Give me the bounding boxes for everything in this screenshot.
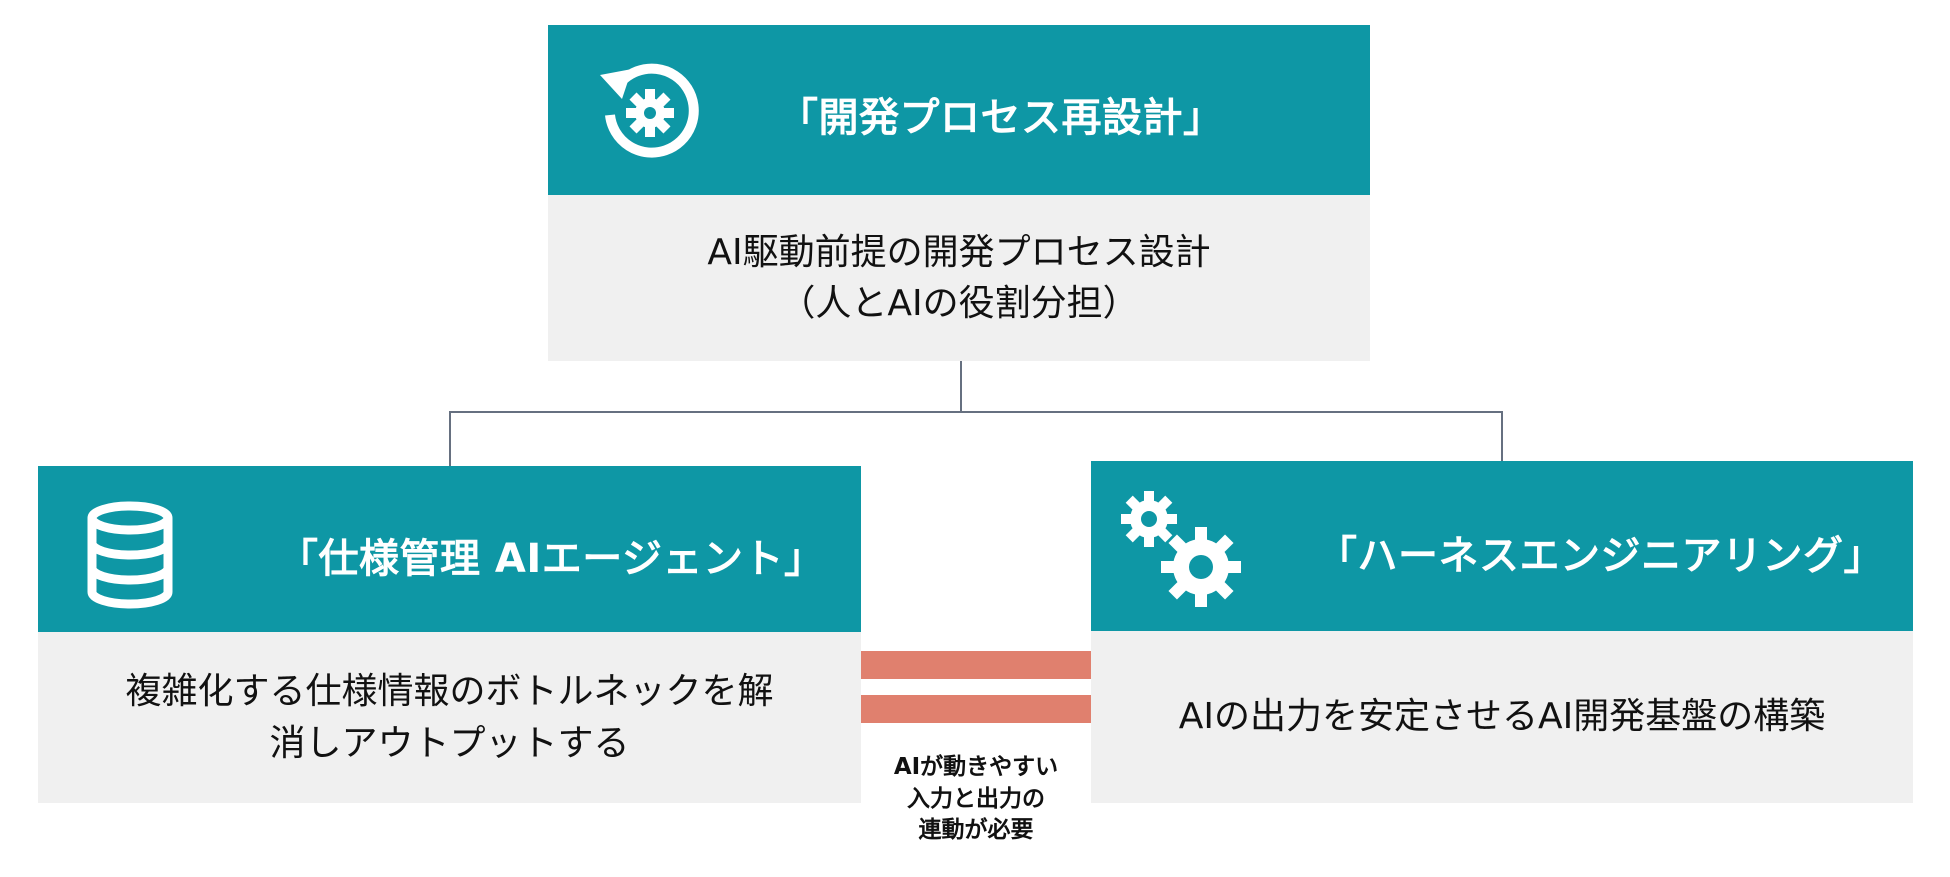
gear-refresh-icon: [588, 53, 708, 165]
spec-agent-box: 「仕様管理 AIエージェント」 複雑化する仕様情報のボトルネックを解 消しアウト…: [38, 466, 861, 803]
harness-engineering-header: 「ハーネスエンジニアリング」: [1091, 461, 1913, 631]
connector-left-vertical: [449, 411, 451, 466]
gears-icon: [1115, 483, 1247, 613]
spec-agent-title: 「仕様管理 AIエージェント」: [278, 536, 825, 582]
harness-engineering-box: 「ハーネスエンジニアリング」 AIの出力を安定させるAI開発基盤の構築: [1091, 461, 1913, 803]
process-redesign-body: AI駆動前提の開発プロセス設計 （人とAIの役割分担）: [548, 195, 1370, 361]
spec-agent-body-line-2: 消しアウトプットする: [269, 722, 630, 764]
database-icon: [82, 500, 178, 610]
equals-caption: AIが動きやすい 入力と出力の 連動が必要: [861, 752, 1091, 847]
harness-engineering-title: 「ハーネスエンジニアリング」: [1317, 533, 1884, 579]
process-redesign-body-line-1: AI駆動前提の開発プロセス設計: [707, 231, 1211, 273]
spec-agent-body-line-1: 複雑化する仕様情報のボトルネックを解: [125, 671, 774, 713]
equals-caption-line-2: 入力と出力の: [907, 785, 1045, 812]
process-redesign-box: 「開発プロセス再設計」 AI駆動前提の開発プロセス設計 （人とAIの役割分担）: [548, 25, 1370, 361]
process-redesign-title: 「開発プロセス再設計」: [778, 95, 1224, 141]
spec-agent-body: 複雑化する仕様情報のボトルネックを解 消しアウトプットする: [38, 632, 861, 803]
equals-caption-line-1: AIが動きやすい: [893, 754, 1059, 780]
process-redesign-header: 「開発プロセス再設計」: [548, 25, 1370, 195]
harness-engineering-body: AIの出力を安定させるAI開発基盤の構築: [1091, 631, 1913, 803]
equals-bar-top: [861, 651, 1091, 679]
process-redesign-body-line-2: （人とAIの役割分担）: [779, 283, 1139, 324]
spec-agent-header: 「仕様管理 AIエージェント」: [38, 466, 861, 632]
equals-bar-bottom: [861, 695, 1091, 723]
connector-right-vertical: [1501, 411, 1503, 461]
harness-engineering-body-line-1: AIの出力を安定させるAI開発基盤の構築: [1178, 696, 1826, 738]
equals-caption-line-3: 連動が必要: [918, 817, 1034, 844]
connector-horizontal: [449, 411, 1503, 413]
connector-top-vertical: [960, 361, 962, 412]
